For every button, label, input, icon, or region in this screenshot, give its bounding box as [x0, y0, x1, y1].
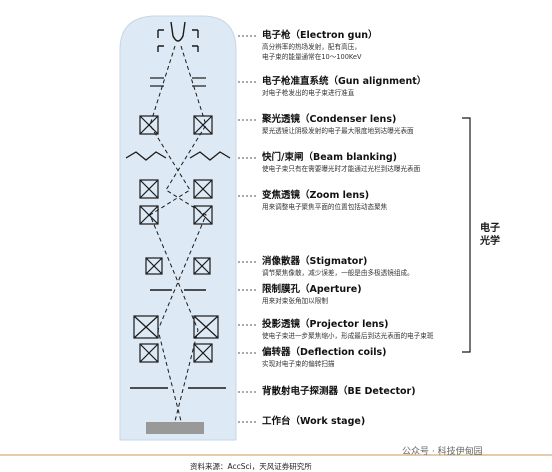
label-be-detector: 背散射电子探测器（BE Detector): [262, 386, 416, 398]
watermark: 公众号 · 科技伊甸园: [402, 447, 483, 457]
label-electron-gun: 电子枪（Electron gun） 高分辨率的热场发射，配有高压， 电子束的能量…: [262, 30, 377, 62]
label-gun-alignment: 电子枪准直系统（Gun alignment） 对电子枪发出的电子束进行准直: [262, 76, 426, 98]
stigmator-icon: [145, 257, 211, 275]
column-body: [119, 15, 237, 441]
beam-blanking-icon: [125, 151, 231, 161]
label-desc: 用来对束张角加以限制: [262, 297, 328, 305]
label-desc: 电子束的能量通常在10～100KeV: [262, 53, 362, 61]
label-title: 电子枪准直系统（Gun alignment）: [262, 76, 427, 87]
label-desc: 使电子束进一步聚焦缩小，形成最后到达光表面的电子束斑: [262, 332, 434, 340]
label-title: 消像散器（Stigmator): [262, 256, 368, 267]
label-beam-blanking: 快门/束闸（Beam blanking) 使电子束只有在需要曝光时才能通过光栏到…: [262, 152, 420, 174]
label-title: 限制膜孔（Aperture): [262, 284, 362, 295]
label-title: 电子枪（Electron gun）: [262, 30, 378, 41]
label-desc: 使电子束只有在需要曝光时才能通过光栏到达曝光表面: [262, 165, 421, 173]
label-desc: 用来调整电子聚焦平面的位置包括动态聚焦: [262, 203, 388, 211]
label-stigmator: 消像散器（Stigmator) 调节聚焦像散，减少误差，一般是由多极透镜组成。: [262, 256, 414, 278]
condenser-lens-icon: [139, 115, 213, 135]
label-title: 变焦透镜（Zoom lens): [262, 190, 370, 201]
label-desc: 实现对电子束的偏转扫描: [262, 360, 335, 368]
label-zoom-lens: 变焦透镜（Zoom lens) 用来调整电子聚焦平面的位置包括动态聚焦: [262, 190, 387, 212]
deflection-coils-icon: [139, 343, 213, 363]
gun-alignment-icon: [150, 77, 206, 87]
label-condenser-lens: 聚光透镜（Condenser lens) 聚光透镜让阴极发射的电子最大限度地到达…: [262, 114, 414, 136]
label-desc: 聚光透镜让阴极发射的电子最大限度地到达曝光表面: [262, 127, 414, 135]
label-work-stage: 工作台（Work stage): [262, 416, 365, 428]
leader-lines: [238, 35, 258, 423]
label-aperture: 限制膜孔（Aperture) 用来对束张角加以限制: [262, 284, 362, 306]
label-projector-lens: 投影透镜（Projector lens) 使电子束进一步聚焦缩小，形成最后到达光…: [262, 319, 433, 341]
electron-beam-path: [149, 45, 207, 426]
electron-gun-icon: [157, 21, 199, 52]
label-title: 快门/束闸（Beam blanking): [262, 152, 397, 163]
label-title: 工作台（Work stage): [262, 416, 366, 427]
label-desc: 高分辨率的热场发射，配有高压，: [262, 43, 361, 51]
label-desc: 调节聚焦像散，减少误差，一般是由多极透镜组成。: [262, 269, 414, 277]
work-stage-icon: [146, 422, 204, 434]
label-title: 背散射电子探测器（BE Detector): [262, 386, 416, 397]
zoom-lens-icon: [139, 179, 213, 225]
source-note: 资料来源：AccSci，天风证券研究所: [190, 462, 312, 471]
label-title: 投影透镜（Projector lens): [262, 319, 389, 330]
label-title: 聚光透镜（Condenser lens): [262, 114, 397, 125]
projector-lens-icon: [133, 315, 219, 339]
label-desc: 对电子枪发出的电子束进行准直: [262, 89, 355, 97]
label-deflection-coils: 偏转器（Deflection coils) 实现对电子束的偏转扫描: [262, 347, 387, 369]
electron-optics-label: 电子 光学: [480, 223, 500, 247]
electron-optics-bracket: [462, 117, 471, 353]
label-title: 偏转器（Deflection coils): [262, 347, 387, 358]
